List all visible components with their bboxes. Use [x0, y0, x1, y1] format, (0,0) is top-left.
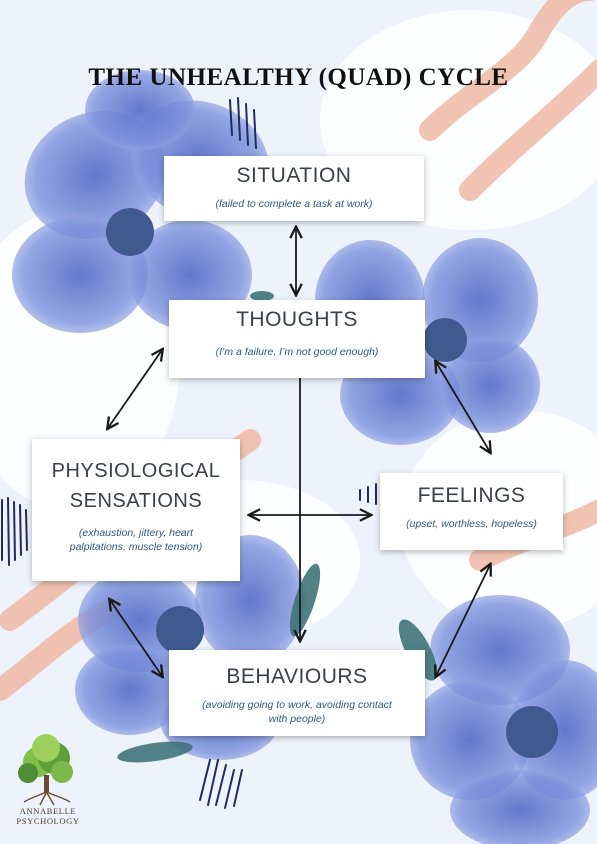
- logo-name-line2: PSYCHOLOGY: [16, 816, 80, 827]
- physiological-detail-line2: palpitations, muscle tension): [69, 541, 203, 554]
- feelings-box: FEELINGS (upset, worthless, hopeless): [380, 473, 563, 550]
- situation-heading: SITUATION: [236, 164, 352, 187]
- behaviours-box: BEHAVIOURS (avoiding going to work, avoi…: [169, 650, 425, 736]
- feelings-heading: FEELINGS: [417, 484, 526, 507]
- physiological-heading-line2: SENSATIONS: [69, 490, 203, 512]
- arrow-feelings-behaviours: [436, 565, 490, 676]
- physiological-detail-line1: (exhaustion, jittery, heart: [78, 527, 194, 539]
- arrow-physiological-behaviours: [110, 600, 162, 676]
- logo-name-line1: ANNABELLE: [19, 806, 77, 816]
- feelings-detail: (upset, worthless, hopeless): [406, 518, 537, 531]
- thoughts-detail: (I’m a failure, I’m not good enough): [215, 346, 379, 359]
- behaviours-detail-line1: (avoiding going to work, avoiding contac…: [202, 699, 392, 712]
- situation-box: SITUATION (failed to complete a task at …: [164, 156, 424, 221]
- brand-logo: ANNABELLE PSYCHOLOGY: [12, 736, 84, 826]
- situation-detail: (failed to complete a task at work): [215, 198, 373, 211]
- flower-bottom-right: [410, 595, 597, 844]
- thoughts-box: THOUGHTS (I’m a failure, I’m not good en…: [169, 300, 425, 378]
- hatch-marks: [1, 97, 377, 809]
- cycle-arrows: [108, 228, 490, 676]
- behaviours-detail-line2: with people): [268, 713, 326, 726]
- page-title: THE UNHEALTHY (QUAD) CYCLE: [88, 64, 509, 91]
- behaviours-heading: BEHAVIOURS: [226, 665, 368, 688]
- tree-logo-icon: [18, 734, 73, 806]
- physiological-heading-line1: PHYSIOLOGICAL: [51, 460, 221, 482]
- arrow-thoughts-physiological: [108, 350, 162, 428]
- thoughts-heading: THOUGHTS: [236, 308, 358, 331]
- physiological-sensations-box: PHYSIOLOGICAL SENSATIONS (exhaustion, ji…: [32, 439, 240, 581]
- arrow-thoughts-feelings: [436, 362, 490, 452]
